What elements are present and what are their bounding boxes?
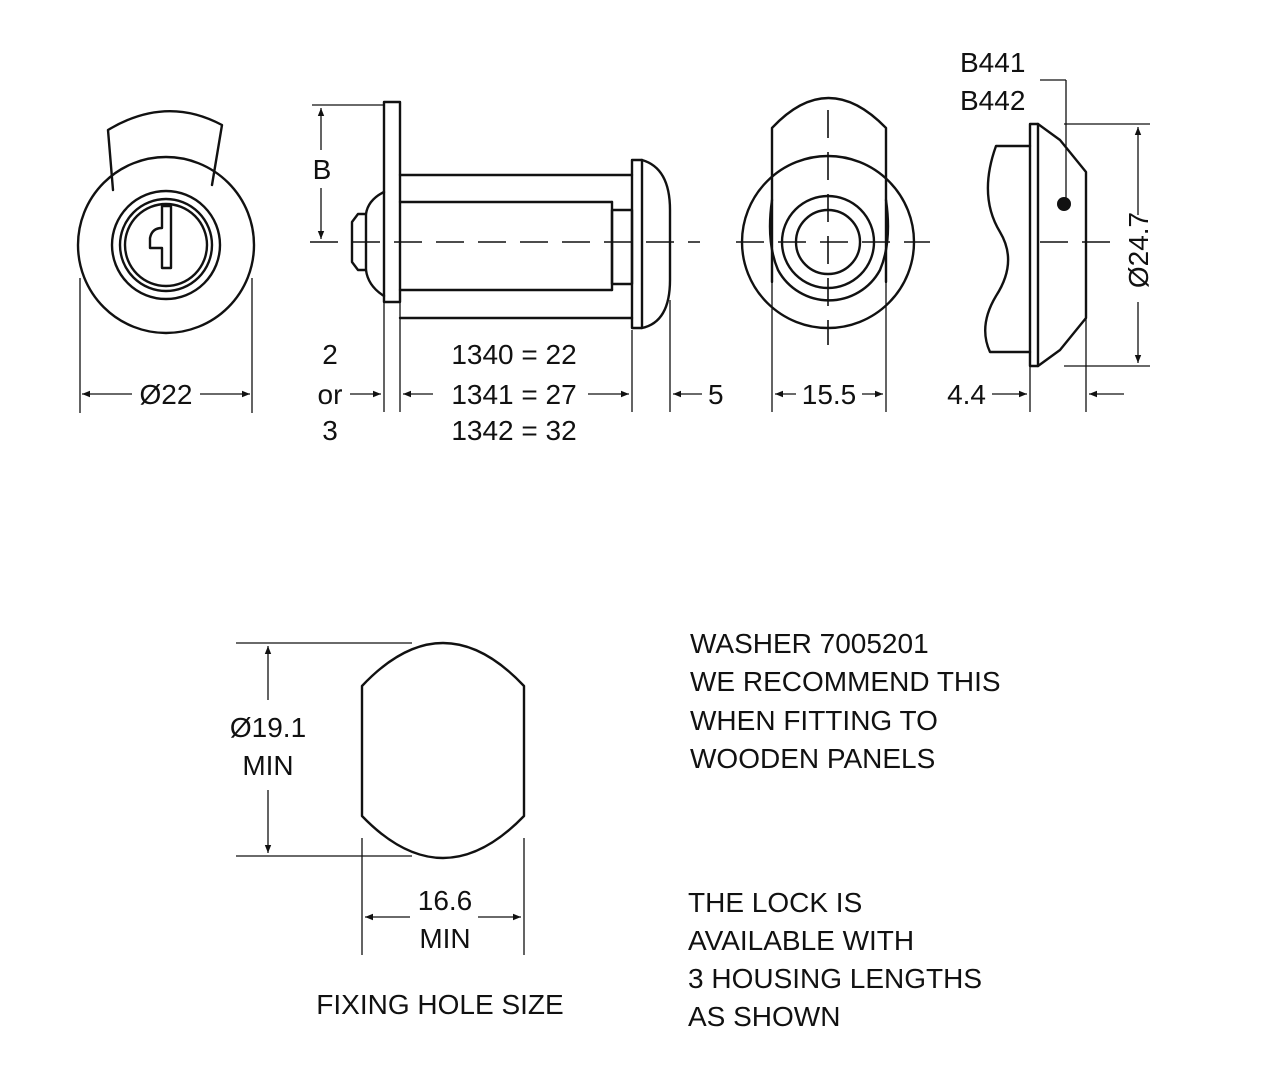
- washer-note-line: WOODEN PANELS: [690, 743, 935, 774]
- keyway-icon: [148, 204, 173, 270]
- rear-cam-outline: [770, 96, 888, 284]
- housing-note-line: 3 HOUSING LENGTHS: [688, 963, 982, 994]
- washer-note-line: WASHER 7005201: [690, 628, 929, 659]
- tail-length-label: 5: [708, 379, 724, 410]
- hole-width-label: 16.6: [418, 885, 473, 916]
- cam-spindle: [610, 208, 634, 286]
- panel-break-outline: [984, 144, 1032, 354]
- rear-width-label: 15.5: [802, 379, 857, 410]
- end-cap-ring: [630, 158, 644, 330]
- housing-note-line: AVAILABLE WITH: [688, 925, 914, 956]
- fixing-hole-view: Ø19.1 MIN 16.6 MIN FIXING HOLE SIZE: [230, 641, 564, 1020]
- housing-note-line: THE LOCK IS: [688, 887, 862, 918]
- front-plug: [118, 197, 214, 293]
- flange-option: or: [318, 379, 343, 410]
- flange-option: 3: [322, 415, 338, 446]
- hole-height-label: Ø19.1: [230, 712, 306, 743]
- housing-length: 1342 = 32: [451, 415, 576, 446]
- part-number-label: B442: [960, 85, 1025, 116]
- washer-note-line: WHEN FITTING TO: [690, 705, 938, 736]
- front-bezel-inner: [110, 189, 222, 301]
- key-end: [350, 190, 386, 298]
- front-diameter-label: Ø22: [140, 379, 193, 410]
- rear-view: 15.5: [736, 96, 930, 412]
- housing-length: 1341 = 27: [451, 379, 576, 410]
- housing-length: 1340 = 22: [451, 339, 576, 370]
- notes: WASHER 7005201 WE RECOMMEND THIS WHEN FI…: [688, 628, 1001, 1032]
- washer-profile: [1036, 122, 1088, 368]
- washer-face: [1028, 122, 1040, 368]
- side-view: B 2 or 3 1340 = 22 1341 = 27 1342 = 32 5: [310, 100, 724, 446]
- b-label: B: [313, 154, 332, 185]
- washer-diameter-label: Ø24.7: [1123, 212, 1154, 288]
- housing-note-line: AS SHOWN: [688, 1001, 840, 1032]
- cam-tab-outline: [106, 110, 224, 192]
- washer-note-line: WE RECOMMEND THIS: [690, 666, 1001, 697]
- end-cap-dome: [640, 158, 672, 330]
- fixing-hole-caption: FIXING HOLE SIZE: [316, 989, 563, 1020]
- fixing-hole-outline: [360, 641, 526, 860]
- front-plug-inner: [123, 202, 209, 288]
- washer-dot: [1057, 197, 1071, 211]
- flange-option: 2: [322, 339, 338, 370]
- part-number-label: B441: [960, 47, 1025, 78]
- washer-thickness-label: 4.4: [947, 379, 986, 410]
- hole-width-label: MIN: [419, 923, 470, 954]
- washer-view: B441 B442 Ø24.7 4.4: [947, 47, 1154, 412]
- hole-height-label: MIN: [242, 750, 293, 781]
- flange: [382, 100, 402, 304]
- front-view: Ø22: [76, 110, 256, 413]
- front-bezel-outer: [76, 155, 256, 335]
- rear-housing-ring: [768, 198, 890, 302]
